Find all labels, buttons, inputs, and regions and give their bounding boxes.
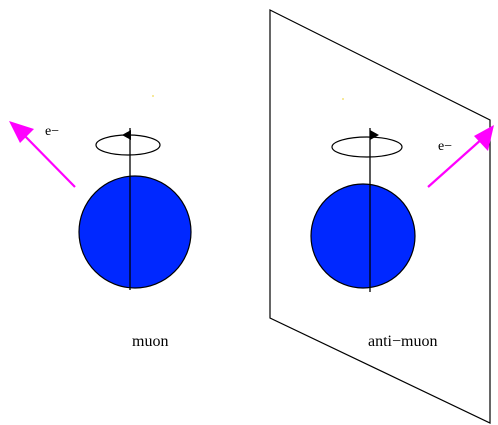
speck-left [152, 95, 154, 97]
anti-muon-spin-ring [332, 137, 402, 157]
anti-muon-electron-arrowhead-icon [474, 125, 494, 151]
muon-label: muon [132, 333, 168, 350]
anti-muon-sphere [311, 184, 415, 288]
muon-rotation-arrowhead-icon [122, 130, 131, 140]
muon-electron-arrowhead-icon [9, 121, 34, 143]
anti-muon-group: e− anti−muon [311, 125, 494, 350]
anti-muon-electron-label: e− [438, 139, 452, 154]
muon-electron-label: e− [45, 124, 59, 139]
anti-muon-label: anti−muon [368, 333, 437, 350]
muon-group: e− muon [9, 121, 191, 350]
anti-muon-rotation-arrowhead-icon [370, 130, 379, 140]
speck-right [342, 98, 344, 100]
anti-muon-electron-arrow [428, 138, 483, 187]
muon-electron-arrow [22, 133, 75, 187]
muon-sphere [79, 176, 191, 288]
